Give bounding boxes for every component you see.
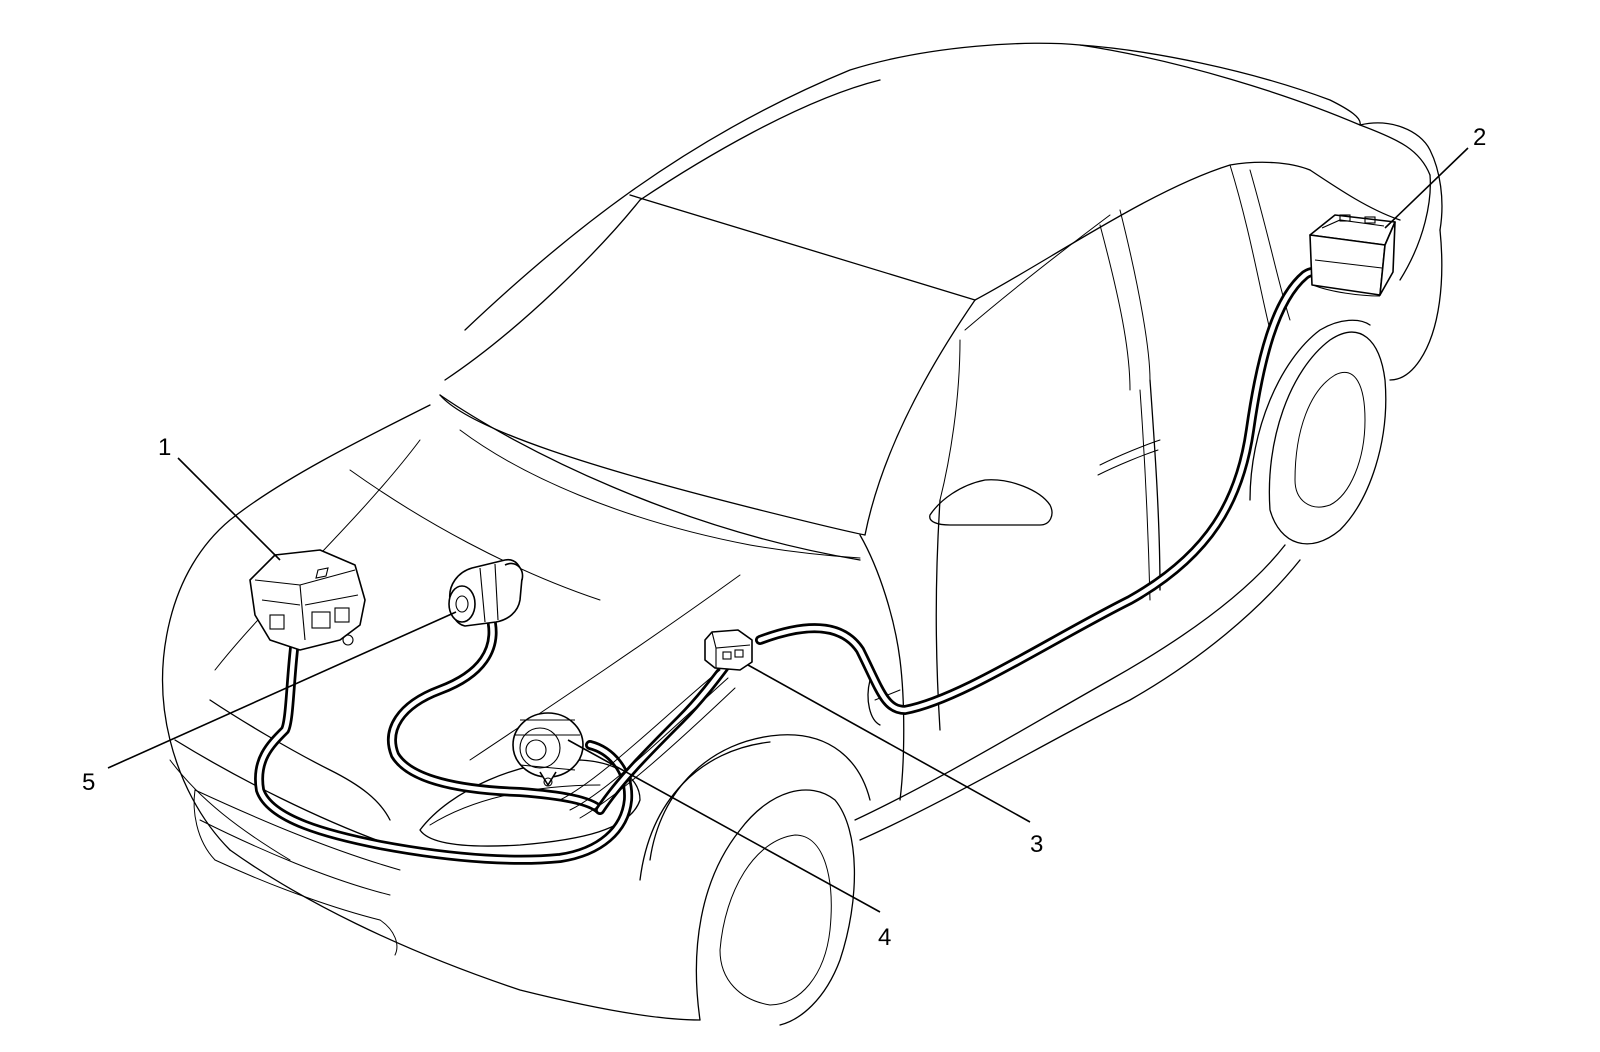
battery-cables [254,267,1327,865]
callout-4: 4 [878,924,891,951]
battery [1309,214,1396,297]
junction-block [704,629,753,671]
leader-lines [107,147,1469,913]
callout-1: 1 [158,434,171,461]
leader-line-5 [107,611,457,769]
callout-2: 2 [1473,124,1486,151]
underhood-fuse-block [249,549,366,651]
leader-line-4 [567,739,881,913]
callout-labels: 1 2 3 4 5 [82,124,1486,951]
leader-line-2 [1384,147,1469,229]
generator [512,712,584,787]
callout-3: 3 [1030,831,1043,858]
car-body-outline [161,42,1443,1026]
leader-line-3 [747,664,1031,823]
starter-motor [448,558,524,627]
leader-line-1 [177,457,281,561]
callout-5: 5 [82,769,95,796]
